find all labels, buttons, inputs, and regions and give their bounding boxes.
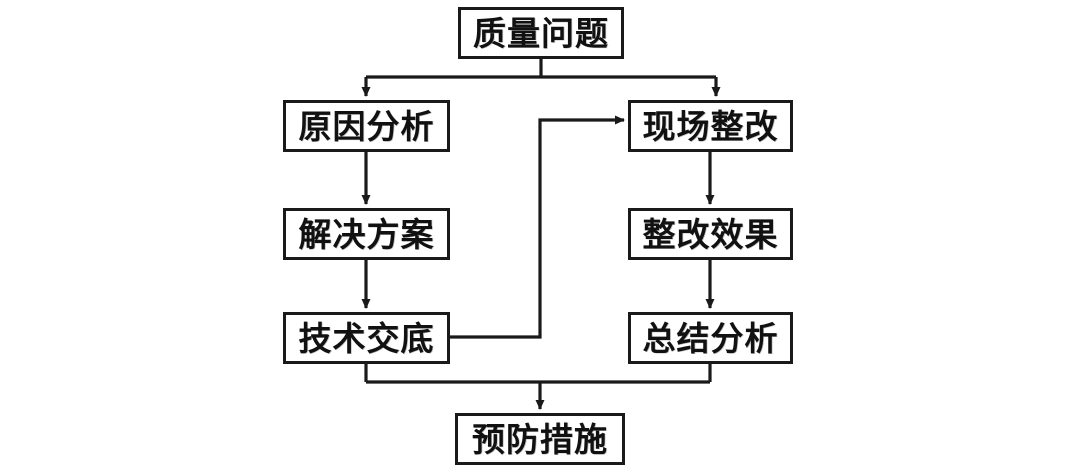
node-summary-analysis[interactable]: 总结分析	[628, 312, 793, 364]
node-label-summary-analysis: 总结分析	[642, 318, 779, 358]
node-cause-analysis[interactable]: 原因分析	[283, 100, 450, 152]
node-quality-issue[interactable]: 质量问题	[458, 7, 624, 59]
node-rectification-effect[interactable]: 整改效果	[628, 208, 793, 260]
node-site-rectification[interactable]: 现场整改	[628, 100, 793, 152]
connector-disclosure-to-site-feedback	[450, 115, 625, 339]
node-label-technical-disclosure: 技术交底	[298, 318, 435, 358]
node-label-site-rectification: 现场整改	[642, 106, 779, 146]
node-label-rectification-effect: 整改效果	[642, 214, 779, 254]
node-technical-disclosure[interactable]: 技术交底	[283, 312, 450, 364]
node-label-cause-analysis: 原因分析	[298, 106, 435, 146]
node-solution[interactable]: 解决方案	[283, 208, 450, 260]
node-label-quality-issue: 质量问题	[473, 13, 609, 53]
node-label-solution: 解决方案	[298, 214, 435, 254]
node-label-preventive-measures: 预防措施	[472, 419, 608, 459]
node-preventive-measures[interactable]: 预防措施	[455, 413, 625, 465]
